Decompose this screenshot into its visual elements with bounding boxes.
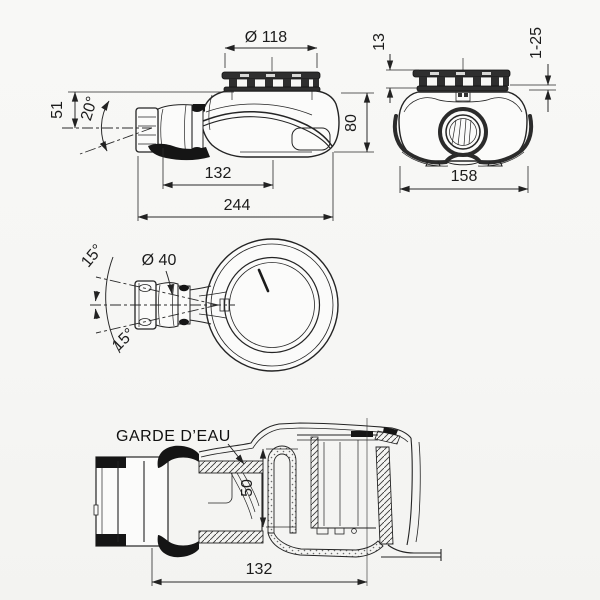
retainer-clip-front [455,91,471,102]
dim-grate-height: 13 [371,33,419,103]
side-view: Ø 118 [49,29,374,221]
dim-outlet-diameter: Ø 40 [142,252,177,295]
strainer-cap-front [412,69,511,92]
water-seal-label: GARDE D’EAU [116,428,231,445]
outlet-nut-front [438,107,488,157]
dim-strainer-diameter-label: Ø 118 [245,29,288,46]
seal-top-section [157,445,199,468]
dim-inlet-height-label: 51 [49,101,66,119]
dim-seal-depth: 50 [239,448,298,528]
seal-lip-side [148,143,210,161]
dim-trap-width: 132 [151,418,368,586]
dim-inlet-height: 51 [49,91,234,129]
front-view: 13 1-25 158 [371,27,556,193]
dim-body-width: 158 [399,166,529,193]
dim-trap-width-label: 132 [246,561,273,578]
strainer-cap-side [221,57,321,93]
dim-strainer-diameter: Ø 118 [224,29,318,68]
water-seal-callout: GARDE D’EAU [116,428,245,465]
drain-body-front [392,91,534,167]
dim-body-width-label: 158 [451,168,478,185]
siphon-partition-section [267,445,384,558]
outlet-assembly-side [135,104,210,161]
dim-adjust-range-label: 1-25 [528,27,545,59]
dim-outlet-diameter-label: Ø 40 [142,252,177,269]
cover-slot-mark [257,268,270,293]
dim-seal-depth-label: 50 [239,479,256,497]
dim-swivel-angle-label: 20° [78,95,101,123]
dim-outlet-length-label: 132 [205,165,232,182]
dim-swivel-down-label: 15° [109,325,138,354]
dim-outlet-length: 132 [162,148,274,189]
dim-swivel-angle: 20° [62,95,153,155]
drain-body-side [201,90,340,158]
trap-housing-section [198,422,442,561]
dim-total-length: 244 [137,152,334,221]
dim-total-length-label: 244 [224,197,251,214]
dim-body-height: 80 [334,92,374,153]
plan-view: 15° 15° Ø 40 [78,238,339,372]
dim-grate-height-label: 13 [371,33,388,51]
section-view: GARDE D’EAU 50 132 [93,418,442,586]
seal-bottom-section [157,535,199,558]
inner-cup-section [297,431,378,535]
dim-body-height-label: 80 [343,114,360,132]
dim-swivel-up-label: 15° [78,241,107,270]
pipe-section [198,460,264,544]
dim-adjust-range: 1-25 [510,27,556,112]
connector-section [93,445,199,558]
